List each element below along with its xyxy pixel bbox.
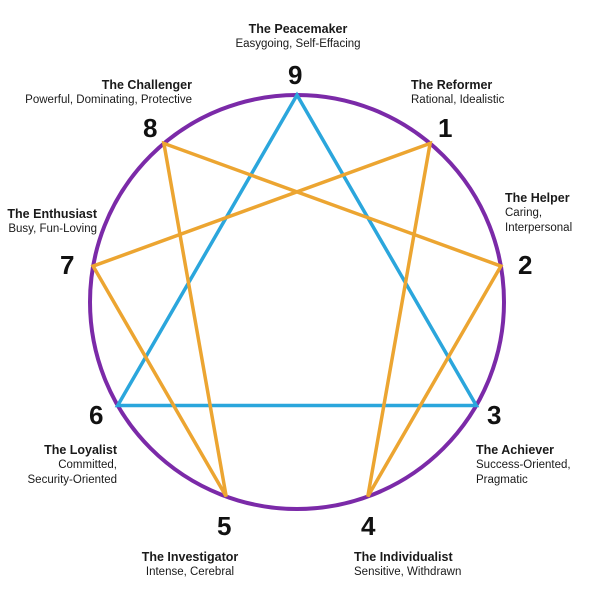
point-5-title: The Investigator — [141, 550, 239, 564]
point-4-desc: Sensitive, Withdrawn — [354, 566, 462, 579]
hexad-lines-1-4-2-8-5-7 — [90, 140, 504, 498]
point-7-number: 7 — [60, 250, 75, 280]
point-1-label: The Reformer Rational, Idealistic — [411, 77, 561, 108]
point-1-title: The Reformer — [411, 78, 493, 92]
triangle-lines-9-3-6 — [114, 91, 480, 408]
point-3-desc-line2: Pragmatic — [476, 474, 528, 487]
point-9-label: The Peacemaker Easygoing, Self-Effacing — [218, 21, 378, 52]
point-9-title: The Peacemaker — [248, 22, 348, 36]
point-2-title: The Helper — [505, 191, 570, 205]
point-4-number: 4 — [361, 511, 376, 541]
point-7-label: The Enthusiast Busy, Fun-Loving — [0, 206, 97, 237]
point-6-desc-line2: Security-Oriented — [27, 474, 117, 487]
point-1-number: 1 — [438, 113, 453, 143]
point-6-title: The Loyalist — [44, 443, 117, 457]
point-7-desc: Busy, Fun-Loving — [8, 223, 97, 236]
point-4-label: The Individualist Sensitive, Withdrawn — [354, 549, 504, 580]
point-9-number: 9 — [288, 60, 303, 90]
point-2-label: The Helper Caring, Interpersonal — [505, 190, 605, 236]
point-6-label: The Loyalist Committed, Security-Oriente… — [0, 442, 117, 488]
point-6-desc-line1: Committed, — [58, 459, 117, 472]
point-5-desc: Intense, Cerebral — [145, 566, 235, 579]
point-3-label: The Achiever Success-Oriented, Pragmatic — [476, 442, 606, 488]
point-3-number: 3 — [487, 400, 502, 430]
point-2-desc-line2: Interpersonal — [505, 222, 573, 235]
point-1-desc: Rational, Idealistic — [411, 94, 505, 107]
enneagram-circle — [88, 93, 506, 511]
point-8-title: The Challenger — [101, 78, 192, 92]
point-2-number: 2 — [518, 250, 533, 280]
point-5-number: 5 — [217, 511, 232, 541]
point-7-title: The Enthusiast — [7, 207, 97, 221]
point-3-desc-line1: Success-Oriented, — [476, 459, 571, 472]
point-8-number: 8 — [143, 113, 158, 143]
point-8-label: The Challenger Powerful, Dominating, Pro… — [0, 77, 192, 108]
point-4-title: The Individualist — [354, 550, 453, 564]
point-5-label: The Investigator Intense, Cerebral — [125, 549, 255, 580]
point-3-title: The Achiever — [476, 443, 555, 457]
point-8-desc: Powerful, Dominating, Protective — [25, 94, 192, 107]
point-6-number: 6 — [89, 400, 104, 430]
point-2-desc-line1: Caring, — [505, 207, 543, 220]
point-9-desc: Easygoing, Self-Effacing — [235, 38, 361, 51]
